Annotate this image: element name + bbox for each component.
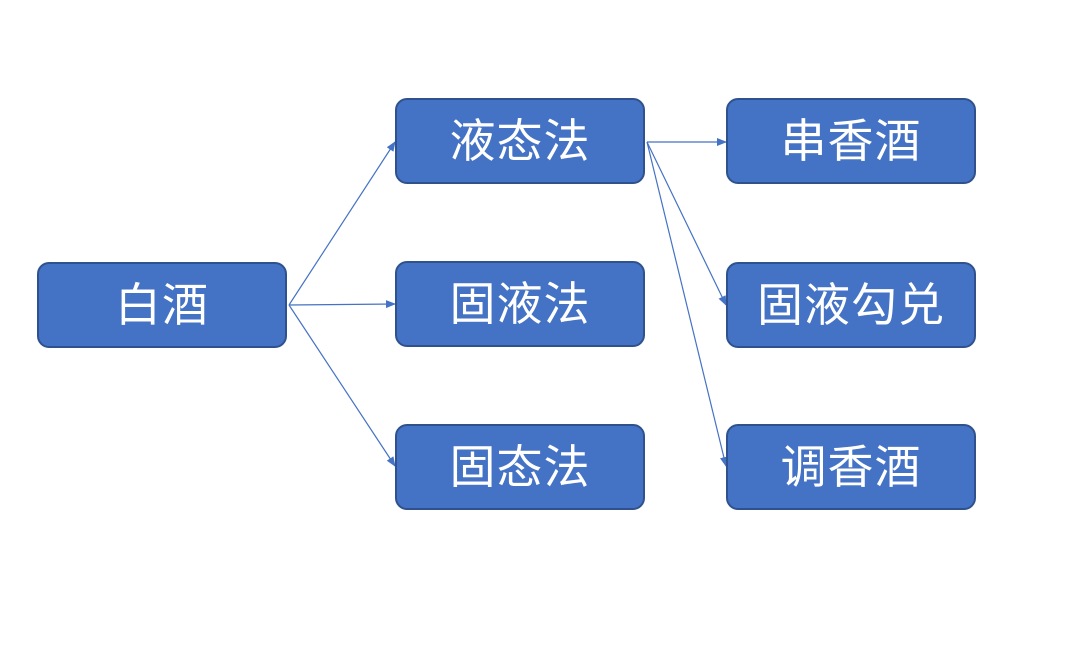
- node-solid-liquid-method-label: 固液法: [449, 277, 591, 331]
- node-solid-liquid-blend-label: 固液勾兑: [757, 278, 945, 332]
- node-flavored-liquor-label: 调香酒: [780, 440, 922, 494]
- node-flavored-liquor: 调香酒: [726, 424, 976, 510]
- node-solid-liquid-method: 固液法: [395, 261, 645, 347]
- node-chuanxiang-liquor-label: 串香酒: [780, 114, 922, 168]
- connector-root-to-solid: [288, 304, 396, 467]
- connector-liquid-to-tiaoxiang: [646, 141, 728, 467]
- node-chuanxiang-liquor: 串香酒: [726, 98, 976, 184]
- node-baijiu-label: 白酒: [115, 278, 209, 332]
- connector-root-to-liquid: [288, 141, 396, 306]
- node-baijiu: 白酒: [37, 262, 287, 348]
- node-solid-method-label: 固态法: [449, 440, 591, 494]
- node-liquid-method: 液态法: [395, 98, 645, 184]
- connector-liquid-to-guyegoudui: [646, 141, 727, 306]
- node-solid-liquid-blend: 固液勾兑: [726, 262, 976, 348]
- node-liquid-method-label: 液态法: [449, 114, 591, 168]
- node-solid-method: 固态法: [395, 424, 645, 510]
- connector-root-to-solid-liquid: [288, 300, 396, 309]
